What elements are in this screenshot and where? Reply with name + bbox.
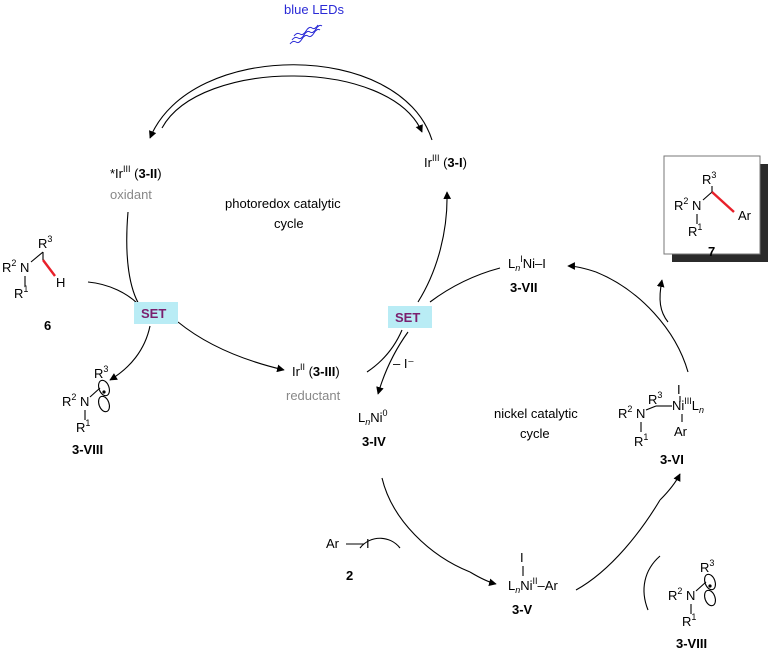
- svg-text:N: N: [20, 260, 29, 275]
- nickel-cycle-label-1: nickel catalytic: [494, 406, 578, 421]
- svg-text:R3: R3: [648, 390, 662, 407]
- product-7-box: R3 R2 N R1 Ar 7: [663, 155, 768, 262]
- blue-leds-label: blue LEDs: [284, 2, 344, 17]
- ir-ground-3-I: IrIII (3-I): [424, 153, 467, 170]
- amine-feed-line: [87, 281, 139, 305]
- arc-ni-III-up: [595, 271, 689, 373]
- arrow-to-radical-left: [109, 325, 151, 381]
- svg-text:R2: R2: [62, 392, 76, 409]
- arc-left-down: [126, 211, 141, 307]
- svg-text:R1: R1: [682, 612, 696, 629]
- svg-text:R2: R2: [668, 586, 682, 603]
- radical-right-feed-arc: [643, 555, 661, 611]
- iodide-loss-label: – I⁻: [393, 356, 414, 371]
- arc-ni-0-down: [381, 477, 471, 573]
- svg-text:LnNi0: LnNi0: [358, 408, 388, 427]
- ir-excited-3-II: *IrIII (3-II) oxidant: [110, 164, 162, 202]
- set-box-left: SET: [134, 302, 178, 324]
- svg-text:SET: SET: [141, 306, 166, 321]
- svg-text:N: N: [686, 588, 695, 603]
- svg-text:R3: R3: [700, 558, 714, 575]
- svg-text:N: N: [636, 406, 645, 421]
- light-wave-icon: [289, 24, 323, 45]
- compound-7-label: 7: [708, 244, 715, 259]
- svg-text:R3: R3: [38, 234, 52, 251]
- svg-text:I: I: [520, 550, 524, 565]
- arrow-to-ir-II: [177, 321, 285, 373]
- svg-text:*IrIII (3-II): *IrIII (3-II): [110, 164, 162, 181]
- compound-3-VIII-label-left: 3-VIII: [72, 442, 103, 457]
- ni-I-3-VII: LnINi–I 3-VII: [508, 254, 546, 295]
- compound-6-label: 6: [44, 318, 51, 333]
- svg-text:R3: R3: [702, 170, 716, 187]
- photoredox-cycle-label-1: photoredox catalytic: [225, 196, 341, 211]
- svg-text:LnNiII–Ar: LnNiII–Ar: [508, 576, 558, 595]
- compound-3-VI-label: 3-VI: [660, 452, 684, 467]
- excitation-arc-outer: [149, 64, 433, 141]
- compound-3-V-label: 3-V: [512, 602, 533, 617]
- svg-text:R3: R3: [94, 364, 108, 381]
- reductant-label: reductant: [286, 388, 341, 403]
- svg-text:R2: R2: [2, 258, 16, 275]
- svg-text:R1: R1: [14, 284, 28, 301]
- ni-II-3-V: I LnNiII–Ar 3-V: [508, 550, 558, 617]
- svg-text:H: H: [56, 275, 65, 290]
- compound-2-label: 2: [346, 568, 353, 583]
- compound-3-IV-label: 3-IV: [362, 434, 386, 449]
- svg-text:Ar: Ar: [738, 208, 752, 223]
- arrow-to-ni-II: [469, 571, 497, 587]
- excitation-arc-inner: [161, 75, 423, 133]
- aryl-iodide-feed-arc: [359, 537, 401, 549]
- svg-text:R1: R1: [688, 222, 702, 239]
- oxidant-label: oxidant: [110, 187, 152, 202]
- ni-III-3-VI: R3 R2 N R1 I NiIIILn Ar 3-VI: [618, 382, 704, 467]
- svg-text:Ar: Ar: [674, 424, 688, 439]
- svg-text:NiIIILn: NiIIILn: [672, 396, 704, 415]
- aryl-iodide-2: Ar I 2: [326, 536, 370, 583]
- nickel-cycle-label-2: cycle: [520, 426, 550, 441]
- arrow-to-product: [656, 279, 669, 323]
- svg-text:Ar: Ar: [326, 536, 340, 551]
- svg-text:R2: R2: [618, 404, 632, 421]
- svg-text:R1: R1: [634, 432, 648, 449]
- amine-6: R3 R2 N R1 H 6: [2, 234, 65, 333]
- arrow-to-ni-I: [567, 262, 597, 273]
- svg-text:R2: R2: [674, 196, 688, 213]
- ir-reduced-3-III: IrII (3-III) reductant: [286, 362, 341, 403]
- svg-text:I: I: [366, 536, 370, 551]
- compound-3-VII-label: 3-VII: [510, 280, 537, 295]
- photoredox-cycle-label-2: cycle: [274, 216, 304, 231]
- svg-text:N: N: [80, 394, 89, 409]
- arc-ir-II-to-set: [366, 329, 403, 373]
- svg-text:SET: SET: [395, 310, 420, 325]
- svg-text:IrIII (3-I): IrIII (3-I): [424, 153, 467, 170]
- svg-text:I: I: [677, 382, 681, 397]
- arrow-to-ir-III: [417, 191, 452, 303]
- set-box-right: SET: [388, 306, 432, 328]
- arc-ni-II-up: [575, 499, 661, 591]
- ni-I-feed-line: [429, 267, 501, 303]
- svg-text:R1: R1: [76, 418, 90, 435]
- arrow-to-ni-III: [659, 473, 681, 501]
- svg-text:LnINi–I: LnINi–I: [508, 254, 546, 273]
- ni-0-3-IV: LnNi0 3-IV: [358, 408, 388, 449]
- svg-text:IrII (3-III): IrII (3-III): [292, 362, 340, 379]
- svg-text:N: N: [692, 198, 701, 213]
- radical-3-VIII-left: R3 R2 N R1 3-VIII: [62, 364, 110, 457]
- compound-3-VIII-label-right: 3-VIII: [676, 636, 707, 651]
- radical-3-VIII-right: R3 R2 N R1 3-VIII: [668, 558, 716, 651]
- arrow-to-ni-0: [376, 331, 409, 395]
